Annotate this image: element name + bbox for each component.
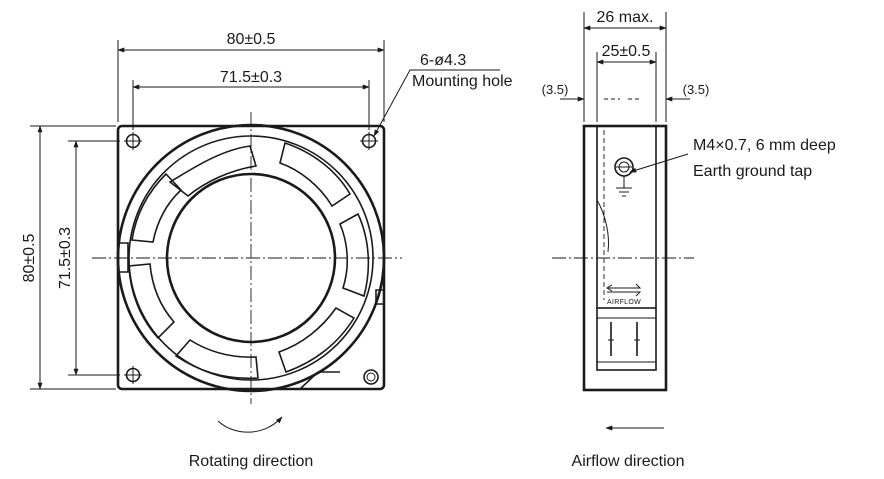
airflow-mark-label: AIRFLOW xyxy=(607,299,641,306)
mounting-hole-tl xyxy=(124,132,142,150)
mounting-hole-bl xyxy=(124,366,142,384)
dim-right-offset-label: (3.5) xyxy=(683,82,710,97)
front-top-dimensions xyxy=(117,40,385,130)
mounting-hole-leader xyxy=(373,69,500,137)
dim-height-hole-label: 71.5±0.3 xyxy=(57,227,74,289)
tap-spec-label: M4×0.7, 6 mm deep xyxy=(693,137,836,154)
tap-name-label: Earth ground tap xyxy=(693,163,812,180)
mounting-hole-count-label: 6-ø4.3 xyxy=(420,52,466,69)
fan-blades xyxy=(128,141,370,380)
dim-depth-label: 25±0.5 xyxy=(602,43,651,60)
tap-leader xyxy=(629,153,689,173)
dim-width-outer-label: 80±0.5 xyxy=(227,31,276,48)
dim-height-outer-label: 80±0.5 xyxy=(21,233,38,282)
airflow-mark xyxy=(606,283,642,297)
earth-ground-tap xyxy=(614,157,634,197)
dim-depth-max-label: 26 max. xyxy=(597,9,654,26)
connector xyxy=(596,307,657,371)
front-left-dimensions xyxy=(30,125,120,390)
dim-width-hole-label: 71.5±0.3 xyxy=(220,69,282,86)
dim-left-offset-label: (3.5) xyxy=(542,82,569,97)
rotating-direction-arrow xyxy=(217,416,283,433)
mounting-hole-tr xyxy=(360,132,378,150)
airflow-direction-caption: Airflow direction xyxy=(572,453,685,470)
mounting-hole-br xyxy=(363,369,379,385)
front-view xyxy=(92,112,402,433)
side-top-dimensions xyxy=(560,12,690,122)
rotating-direction-caption: Rotating direction xyxy=(189,453,314,470)
side-view: AIRFLOW xyxy=(552,124,694,392)
mounting-hole-text-label: Mounting hole xyxy=(412,73,513,90)
